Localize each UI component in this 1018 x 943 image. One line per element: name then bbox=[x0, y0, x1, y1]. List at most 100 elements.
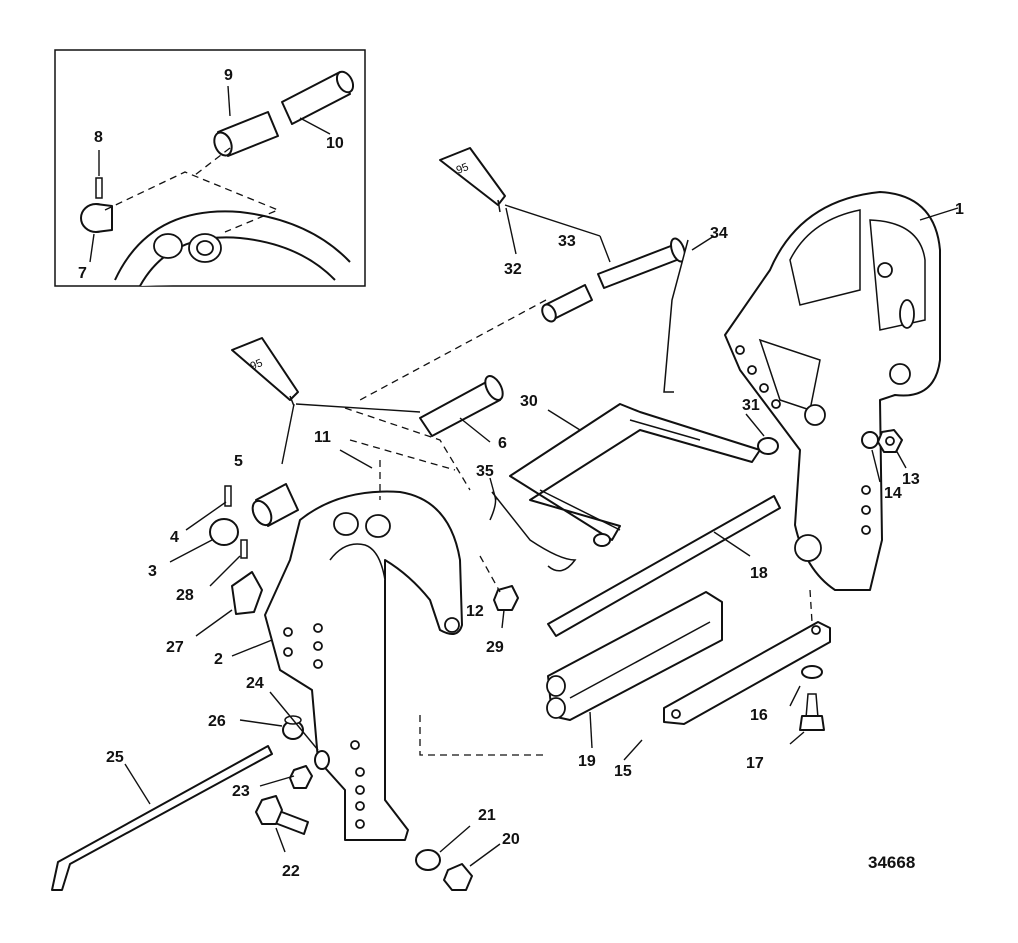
part-1-adj-hole-5 bbox=[861, 485, 871, 495]
inset-detail bbox=[54, 49, 366, 287]
part-16-washer bbox=[801, 665, 823, 679]
part-25-rod bbox=[51, 745, 273, 891]
part-30-frame bbox=[509, 403, 761, 541]
part-33-pin bbox=[597, 243, 683, 289]
leader-11 bbox=[339, 449, 373, 469]
part-1-rib-1 bbox=[789, 209, 861, 306]
callout-3: 3 bbox=[148, 563, 157, 580]
part-20-nut bbox=[443, 863, 473, 891]
part-30-crossbar bbox=[539, 489, 621, 531]
tube-lower-body bbox=[231, 337, 299, 401]
callout-20: 20 bbox=[502, 831, 520, 848]
leader-6-tube bbox=[295, 403, 421, 413]
part-2-hole-9 bbox=[355, 801, 365, 811]
part-1-hole-1 bbox=[877, 262, 893, 278]
part-5-sleeve-end bbox=[251, 499, 273, 527]
parts-13-14 bbox=[861, 429, 907, 483]
callout-24: 24 bbox=[246, 675, 264, 692]
leader-6 bbox=[459, 417, 491, 443]
leader-25 bbox=[124, 763, 151, 805]
part-2-hole-5 bbox=[283, 647, 293, 657]
part-23-nut bbox=[289, 765, 313, 789]
callout-1: 1 bbox=[955, 201, 964, 218]
leader-20 bbox=[469, 843, 501, 867]
part-2-hole-7 bbox=[355, 767, 365, 777]
callout-18: 18 bbox=[750, 565, 768, 582]
part-2-hole-1 bbox=[313, 623, 323, 633]
part-1-slot bbox=[899, 299, 915, 329]
part-30-end bbox=[593, 533, 611, 547]
tube-upper-label: 95 bbox=[455, 161, 471, 177]
parts-20-26 bbox=[51, 691, 501, 891]
part-2-rear-hole bbox=[444, 617, 460, 633]
part-30-tilt-lock bbox=[489, 403, 779, 572]
part-2-pivot-2 bbox=[365, 514, 391, 538]
part-2-hole-8 bbox=[355, 785, 365, 795]
part-8-pin bbox=[95, 177, 103, 199]
leader-26 bbox=[239, 719, 283, 727]
leader-31 bbox=[745, 413, 765, 437]
part-15-hole-1 bbox=[671, 709, 681, 719]
inset-dash-1 bbox=[104, 171, 280, 233]
part-30-crossbar-2 bbox=[629, 419, 701, 441]
callout-22: 22 bbox=[282, 863, 300, 880]
parts-15-16-17 bbox=[623, 621, 831, 761]
leader-33 bbox=[504, 204, 611, 263]
callout-12: 12 bbox=[466, 603, 484, 620]
callout-11: 11 bbox=[314, 429, 331, 446]
part-2-hole-4 bbox=[283, 627, 293, 637]
part-17-bolt-head bbox=[799, 715, 825, 731]
part-28-pin bbox=[240, 539, 248, 559]
callout-31: 31 bbox=[742, 397, 760, 414]
leader-24 bbox=[269, 691, 319, 751]
leader-22 bbox=[275, 827, 286, 853]
part-2-hole-3 bbox=[313, 659, 323, 669]
leader-10 bbox=[299, 117, 331, 135]
part-31-nut bbox=[757, 437, 779, 455]
callout-25: 25 bbox=[106, 749, 124, 766]
part-21-washer bbox=[415, 849, 441, 871]
callout-4: 4 bbox=[170, 529, 179, 546]
callout-21: 21 bbox=[478, 807, 496, 824]
part-22-bolt-head bbox=[255, 795, 283, 825]
callout-5: 5 bbox=[234, 453, 243, 470]
callout-27: 27 bbox=[166, 639, 184, 656]
callout-34: 34 bbox=[710, 225, 728, 242]
parts-12-29 bbox=[479, 555, 519, 629]
tube-upper-body bbox=[439, 147, 506, 206]
part-17-bolt-shank bbox=[805, 693, 819, 719]
part-34-rod bbox=[663, 239, 689, 393]
callout-23: 23 bbox=[232, 783, 250, 800]
callout-13: 13 bbox=[902, 471, 920, 488]
part-1-hole-2 bbox=[889, 363, 911, 385]
leader-7 bbox=[89, 233, 95, 263]
part-1-adj-hole-6 bbox=[861, 505, 871, 515]
leader-28 bbox=[209, 555, 241, 587]
callout-6: 6 bbox=[498, 435, 507, 452]
leader-4 bbox=[185, 501, 227, 531]
dash-lower-pin bbox=[344, 407, 471, 491]
part-2-yoke bbox=[329, 543, 386, 581]
leader-18 bbox=[713, 531, 751, 557]
callout-2: 2 bbox=[214, 651, 223, 668]
callout-35: 35 bbox=[476, 463, 494, 480]
callout-29: 29 bbox=[486, 639, 504, 656]
callout-15: 15 bbox=[614, 763, 632, 780]
leader-30 bbox=[547, 409, 581, 431]
drawing-number: 34668 bbox=[868, 853, 915, 872]
leader-9 bbox=[227, 85, 231, 117]
part-1-adj-hole-3 bbox=[759, 383, 769, 393]
leader-32 bbox=[505, 207, 517, 255]
part-1-pivot-hole bbox=[794, 534, 822, 562]
leader-19 bbox=[589, 711, 593, 749]
dash-18 bbox=[809, 589, 813, 623]
callout-16: 16 bbox=[750, 707, 768, 724]
part-27-lever bbox=[231, 571, 263, 615]
part-2-swivel-bracket bbox=[231, 449, 463, 841]
leader-5 bbox=[281, 403, 295, 465]
part-29-nut bbox=[493, 585, 519, 611]
tube-lower-label: 95 bbox=[249, 357, 265, 373]
leader-3 bbox=[169, 539, 213, 563]
leader-29 bbox=[501, 609, 505, 629]
